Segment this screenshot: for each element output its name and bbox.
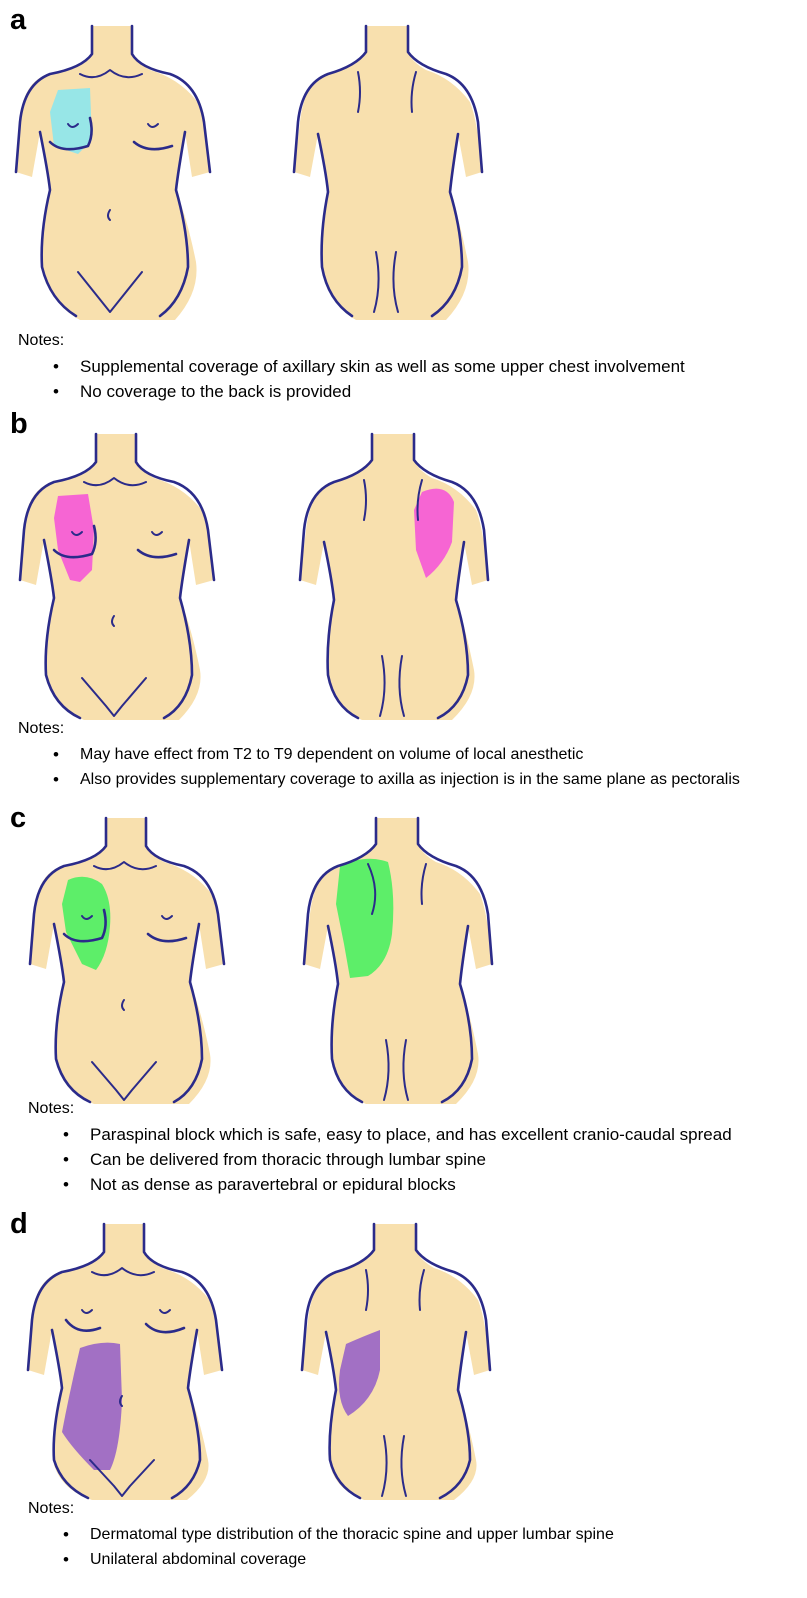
note-item: No coverage to the back is provided: [80, 379, 685, 404]
back-body-figure: [296, 814, 501, 1104]
front-body-figure: [22, 1220, 232, 1500]
note-item: Also provides supplementary coverage to …: [80, 767, 740, 792]
note-item: Supplemental coverage of axillary skin a…: [80, 354, 685, 379]
notes-list: Paraspinal block which is safe, easy to …: [28, 1122, 732, 1197]
notes-section: Notes: Supplemental coverage of axillary…: [18, 330, 685, 404]
back-body-figure: [294, 1220, 499, 1500]
front-body-figure: [14, 430, 224, 720]
notes-list: Dermatomal type distribution of the thor…: [28, 1522, 614, 1572]
back-body-figure: [292, 430, 497, 720]
notes-list: May have effect from T2 to T9 dependent …: [18, 742, 740, 792]
front-body-figure: [10, 22, 220, 320]
notes-section: Notes: Dermatomal type distribution of t…: [28, 1498, 614, 1572]
panel-a: a Notes: Supplemental coverage of axilla…: [0, 0, 807, 410]
note-item: Paraspinal block which is safe, easy to …: [90, 1122, 732, 1147]
panel-c: c Notes: Paraspinal block which is safe,…: [0, 800, 807, 1210]
note-item: Not as dense as paravertebral or epidura…: [90, 1172, 732, 1197]
note-item: May have effect from T2 to T9 dependent …: [80, 742, 740, 767]
notes-section: Notes: May have effect from T2 to T9 dep…: [18, 718, 740, 792]
notes-label: Notes:: [18, 330, 685, 352]
notes-label: Notes:: [28, 1098, 732, 1120]
notes-section: Notes: Paraspinal block which is safe, e…: [28, 1098, 732, 1197]
notes-list: Supplemental coverage of axillary skin a…: [18, 354, 685, 404]
notes-label: Notes:: [18, 718, 740, 740]
note-item: Dermatomal type distribution of the thor…: [90, 1522, 614, 1547]
panel-d: d Notes: Dermatomal type distribution of…: [0, 1206, 807, 1598]
note-item: Can be delivered from thoracic through l…: [90, 1147, 732, 1172]
front-body-figure: [24, 814, 234, 1104]
note-item: Unilateral abdominal coverage: [90, 1547, 614, 1572]
highlight-region: [50, 88, 92, 154]
panel-b: b Notes: May have effect from T2 to T9 d…: [0, 406, 807, 806]
back-body-figure: [286, 22, 491, 320]
notes-label: Notes:: [28, 1498, 614, 1520]
